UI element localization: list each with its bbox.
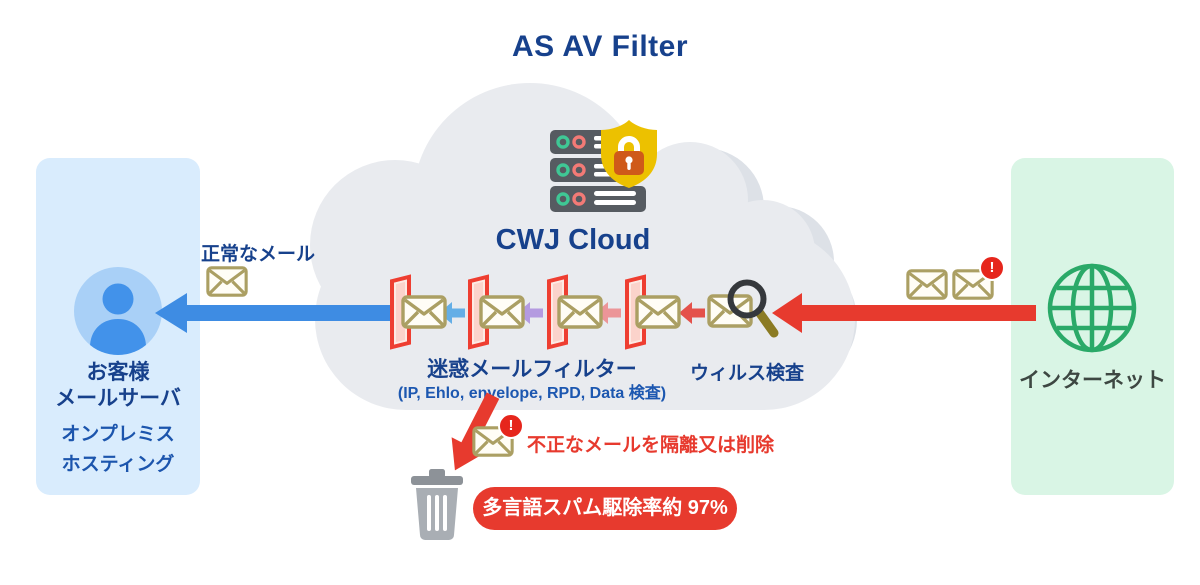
person-icon	[74, 267, 162, 355]
incoming-mail-arrow	[772, 293, 1036, 333]
alert-exclamation-icon: !	[498, 413, 524, 439]
customer-box: お客様 メールサーバ オンプレミス ホスティング	[36, 158, 200, 495]
virus-check-label: ウィルス検査	[689, 363, 804, 384]
clean-mail-arrow	[155, 293, 395, 333]
trash-icon	[411, 469, 463, 540]
page-title: AS AV Filter	[511, 30, 689, 63]
spam-filter-label: 迷惑メールフィルター	[427, 358, 637, 381]
customer-name: お客様 メールサーバ	[55, 361, 181, 410]
envelope-icon	[557, 295, 603, 329]
envelope-icon	[479, 295, 525, 329]
customer-subtitle: オンプレミス ホスティング	[61, 424, 175, 475]
envelope-icon	[401, 295, 447, 329]
cloud-label: CWJ Cloud	[495, 224, 651, 256]
alert-exclamation-icon: !	[979, 255, 1005, 281]
internet-box: インターネット	[1011, 158, 1174, 495]
left-arrow-icon	[679, 302, 705, 324]
envelope-icon	[206, 266, 248, 297]
internet-label: インターネット	[1019, 369, 1166, 392]
shield-lock-icon	[601, 120, 657, 188]
globe-icon	[1047, 263, 1137, 353]
spam-rate-badge: 多言語スパム駆除率約 97%	[473, 487, 737, 530]
envelope-icon	[906, 269, 948, 300]
magnifier-icon	[727, 279, 779, 338]
quarantine-label: 不正なメールを隔離又は削除	[527, 435, 775, 456]
clean-mail-label: 正常なメール	[200, 244, 315, 265]
envelope-icon	[635, 295, 681, 329]
spam-filter-detail: (IP, Ehlo, envelope, RPD, Data 検査)	[397, 385, 667, 402]
